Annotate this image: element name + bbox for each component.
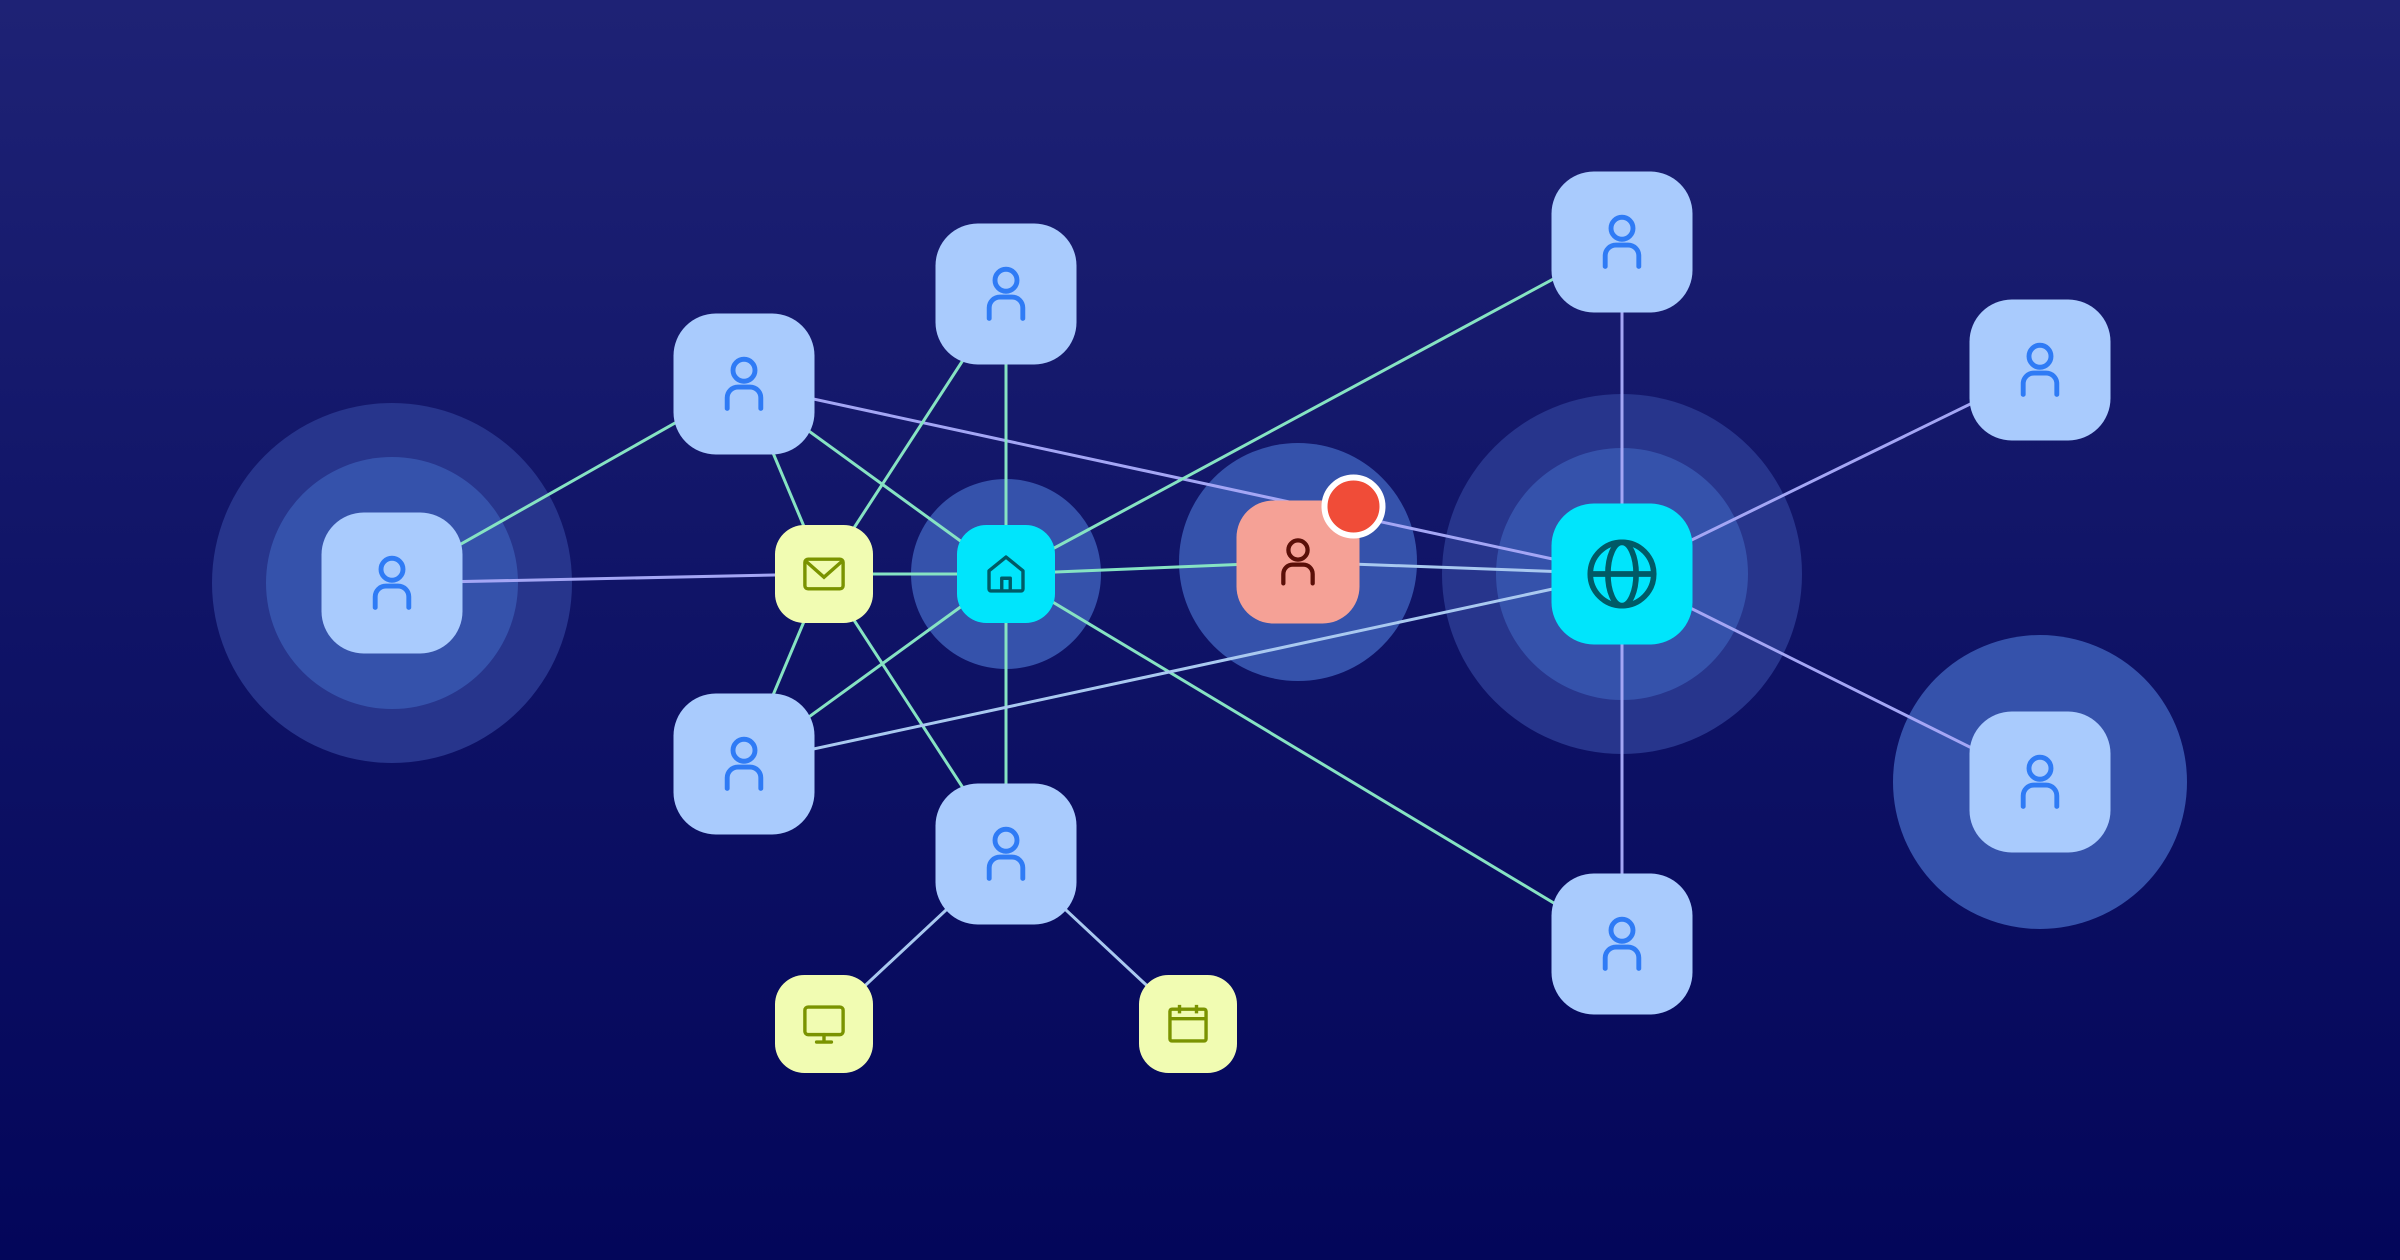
- node-tile: [673, 313, 815, 455]
- node-user-b[interactable]: [673, 693, 815, 835]
- node-layer: [321, 171, 2111, 1073]
- node-tile: [1236, 500, 1360, 624]
- edge-left-user-mail: [391, 572, 825, 585]
- node-user-bottom-right[interactable]: [1551, 873, 1693, 1015]
- node-left-user[interactable]: [321, 512, 463, 654]
- node-tile: [935, 223, 1077, 365]
- node-far-right-bottom[interactable]: [1969, 711, 2111, 853]
- node-monitor[interactable]: [775, 975, 873, 1073]
- node-tile: [1969, 299, 2111, 441]
- node-user-top-right[interactable]: [1551, 171, 1693, 313]
- node-tile: [1551, 171, 1693, 313]
- edge-home-user-bottom-right: [1005, 572, 1623, 946]
- node-home[interactable]: [957, 525, 1055, 623]
- node-tile: [775, 975, 873, 1073]
- node-tile: [935, 783, 1077, 925]
- node-tile: [775, 525, 873, 623]
- node-tile: [1969, 711, 2111, 853]
- node-user-bottom[interactable]: [935, 783, 1077, 925]
- node-user-top[interactable]: [935, 223, 1077, 365]
- edge-home-user-top-right: [1005, 240, 1623, 576]
- node-tile: [321, 512, 463, 654]
- edge-user-b-globe: [743, 572, 1623, 766]
- node-mail[interactable]: [775, 525, 873, 623]
- halo-layer: [212, 394, 2187, 929]
- node-alert-user[interactable]: [1236, 474, 1386, 624]
- node-far-right-top[interactable]: [1969, 299, 2111, 441]
- node-user-a[interactable]: [673, 313, 815, 455]
- node-globe[interactable]: [1551, 503, 1693, 645]
- node-tile: [1139, 975, 1237, 1073]
- node-tile: [957, 525, 1055, 623]
- node-tile: [1551, 873, 1693, 1015]
- node-calendar[interactable]: [1139, 975, 1237, 1073]
- node-tile: [673, 693, 815, 835]
- notification-dot-icon: [1321, 474, 1386, 539]
